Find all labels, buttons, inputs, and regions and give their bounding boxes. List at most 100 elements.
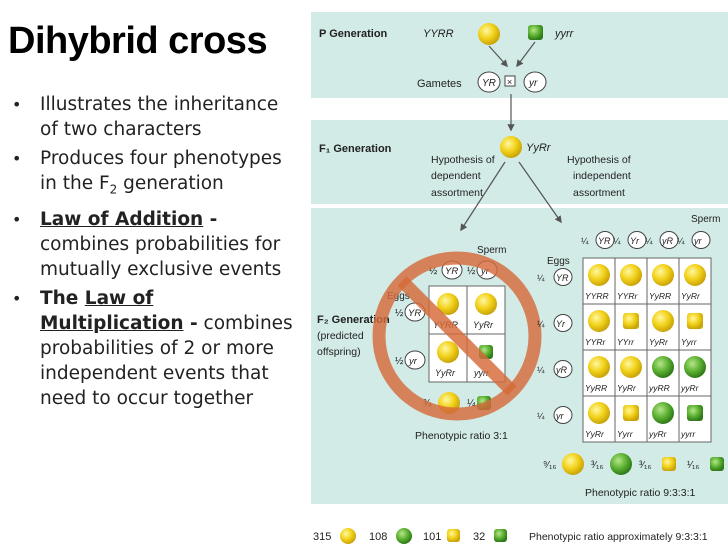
bullet-phenotypes: • Produces four phenotypes in the F2 gen…: [12, 146, 297, 203]
yellow-round-pea-icon: [588, 310, 610, 332]
fraction: ¹⁄₁₆: [687, 460, 699, 471]
green-wrinkled-pea-icon: [528, 25, 543, 40]
yellow-round-pea-icon: [652, 310, 674, 332]
gamete-label: yR: [661, 236, 674, 246]
punnett-cell-genotype: YyRR: [585, 383, 607, 393]
yellow-round-pea-icon: [588, 264, 610, 286]
green-round-pea-icon: [652, 402, 674, 424]
punnett-cell-genotype: YyRr: [585, 429, 605, 439]
approximate-ratio-label: Phenotypic ratio approximately 9:3:3:1: [529, 531, 708, 543]
f1-genotype: YyRr: [526, 142, 552, 154]
count-green-wrinkled: 32: [473, 531, 485, 543]
eggs-label: Eggs: [547, 256, 570, 267]
green-round-pea-icon: [396, 528, 412, 544]
dash: -: [203, 208, 218, 230]
gametes-label: Gametes: [417, 78, 462, 90]
punnett-cell-genotype: yyRr: [680, 383, 700, 393]
hypothesis-dependent-line1: Hypothesis of: [431, 154, 495, 166]
sperm-gamete: [627, 231, 647, 249]
law-addition-term: Law of Addition: [40, 208, 204, 230]
bullet-text: The Law of Multiplication - combines pro…: [40, 286, 297, 411]
yellow-wrinkled-pea-icon: [662, 457, 676, 471]
fraction-quarter: ¼: [645, 236, 653, 246]
law-multiplication-term: Law of Multiplication: [40, 287, 184, 334]
fraction: ³⁄₁₆: [639, 460, 651, 471]
fraction-quarter: ¼: [613, 236, 621, 246]
yellow-wrinkled-pea-icon: [623, 313, 639, 329]
egg-gamete: [404, 350, 426, 370]
fraction-half: ½: [395, 308, 404, 319]
sperm-gamete: [595, 231, 615, 249]
dihybrid-cross-figure: P Generation YYRR yyrr Gametes YR × yr F…: [311, 12, 728, 546]
gamete-label: YR: [482, 78, 496, 89]
gamete-label: yR: [555, 365, 568, 375]
dependent-ratio-label: Phenotypic ratio 3:1: [415, 430, 508, 442]
punnett-cell-genotype: YYRr: [585, 337, 606, 347]
green-wrinkled-pea-icon: [494, 529, 507, 542]
punnett-cell-genotype: Yyrr: [681, 337, 698, 347]
no-symbol-icon: [372, 251, 542, 421]
gamete-label: YR: [598, 236, 611, 246]
green-wrinkled-pea-icon: [687, 405, 703, 421]
hypothesis-independent-line2: independent: [573, 170, 631, 182]
egg-gamete: [553, 314, 573, 332]
independent-ratio-label: Phenotypic ratio 9:3:3:1: [585, 487, 695, 499]
yellow-round-pea-icon: [684, 264, 706, 286]
bullet-text: Law of Addition - combines probabilities…: [40, 207, 297, 282]
gamete-label: YR: [445, 266, 458, 277]
egg-gamete: [553, 268, 573, 286]
results-strip: [311, 524, 728, 546]
f2-generation-note: (predicted: [317, 330, 364, 342]
p-generation-panel: [311, 12, 728, 98]
f2-generation-label: F₂ Generation: [317, 314, 390, 326]
count-yellow-wrinkled: 101: [423, 531, 441, 543]
hypothesis-dependent-line2: dependent: [431, 170, 481, 182]
sperm-gamete: [691, 231, 711, 249]
yellow-wrinkled-pea-icon: [623, 405, 639, 421]
fraction-quarter: ¼: [537, 411, 545, 421]
arrow: [518, 161, 562, 224]
gamete-label: YR: [408, 308, 421, 319]
eggs-label: Eggs: [387, 291, 410, 302]
bullet-text-part: combines probabilities for mutually excl…: [40, 233, 282, 280]
the-word: The: [40, 287, 85, 309]
arrow: [516, 41, 536, 68]
gamete-label: Yr: [556, 319, 566, 329]
egg-gamete: [553, 360, 573, 378]
fraction-half: ½: [429, 266, 438, 277]
arrow: [488, 45, 508, 68]
bullet-list: • Illustrates the inheritance of two cha…: [12, 92, 297, 415]
green-wrinkled-pea-icon: [710, 457, 724, 471]
cross-symbol-icon: ×: [507, 77, 512, 87]
green-round-pea-icon: [684, 356, 706, 378]
bullet-dot-icon: •: [12, 95, 22, 114]
punnett-cell-genotype: yyRR: [648, 383, 670, 393]
punnett-cell-genotype: yyrr: [473, 368, 490, 378]
green-round-pea-icon: [652, 356, 674, 378]
punnett-cell-genotype: YYrr: [617, 337, 635, 347]
bullet-text-part: combines probabilities of 2 or more inde…: [40, 312, 293, 409]
fraction-quarter: ¼: [581, 236, 589, 246]
count-green-round: 108: [369, 531, 387, 543]
sperm-gamete: [659, 231, 679, 249]
yellow-round-pea-icon: [588, 356, 610, 378]
fraction: ¼: [467, 397, 476, 409]
subscript: 2: [109, 182, 118, 197]
gamete-label: yr: [528, 78, 538, 89]
fraction: ⁹⁄₁₆: [543, 460, 556, 471]
gamete-label: yr: [555, 411, 565, 421]
arrow: [460, 161, 506, 232]
bullet-dot-icon: •: [12, 288, 22, 308]
hypothesis-independent-line1: Hypothesis of: [567, 154, 631, 166]
fraction-half: ½: [395, 356, 404, 367]
fraction-half: ½: [467, 266, 476, 277]
sperm-label: Sperm: [477, 245, 506, 256]
bullet-text-part: generation: [117, 173, 224, 194]
yellow-round-pea-icon: [437, 293, 459, 315]
p-generation-label: P Generation: [319, 28, 388, 40]
punnett-cell-genotype: Yyrr: [617, 429, 634, 439]
bullet-dot-icon: •: [12, 149, 22, 168]
punnett-cell-genotype: YyRr: [473, 320, 494, 330]
yellow-wrinkled-pea-icon: [687, 313, 703, 329]
